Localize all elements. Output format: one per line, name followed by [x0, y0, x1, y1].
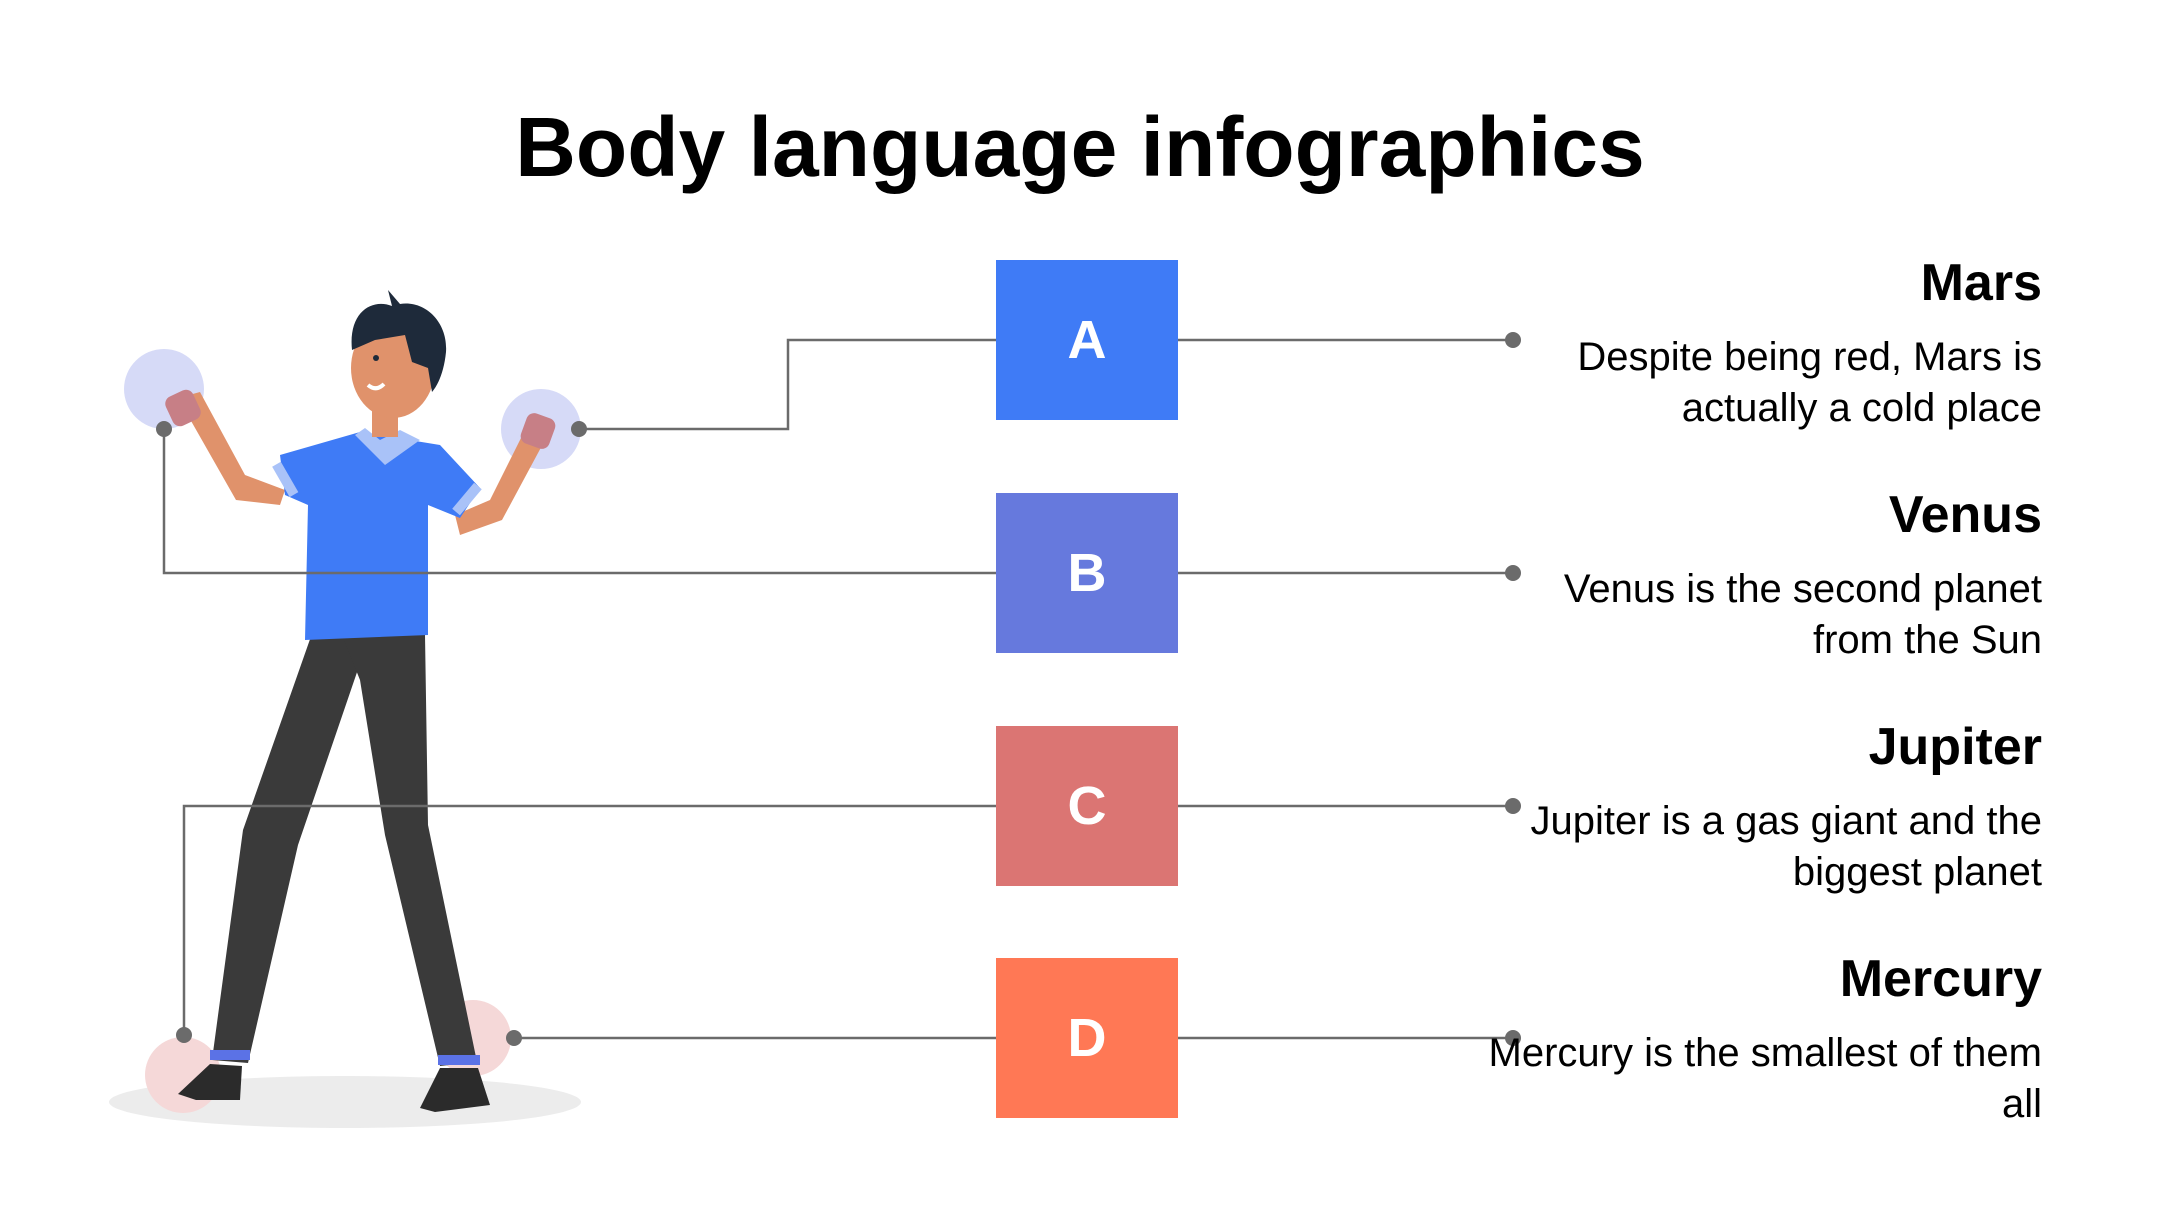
dot-end-a [1505, 332, 1521, 348]
eye [373, 355, 379, 361]
info-heading: Jupiter [1868, 718, 2042, 776]
letter-box-d: D [996, 958, 1178, 1118]
info-description: Mercury is the smallest of them all [1488, 1031, 2043, 1126]
info-heading: Mars [1920, 254, 2042, 312]
info-heading: Mercury [1839, 950, 2042, 1008]
right-cuff [438, 1055, 480, 1065]
left-arm [178, 392, 285, 505]
right-shoe [420, 1068, 490, 1112]
collar [355, 428, 420, 465]
info-description: Venus is the second planet from the Sun [1563, 567, 2042, 662]
dot-left-hand [156, 421, 172, 437]
right-fist [520, 413, 556, 449]
shirt [280, 432, 480, 640]
dot-end-c [1505, 798, 1521, 814]
left-fist [165, 389, 201, 427]
info-block-venus: Venus Venus is the second planet from th… [1482, 484, 2042, 666]
right-sleeve-band [452, 482, 482, 516]
mouth [366, 382, 386, 391]
letter-box-b: B [996, 493, 1178, 653]
connector-c-left [182, 804, 996, 1035]
info-block-jupiter: Jupiter Jupiter is a gas giant and the b… [1482, 716, 2042, 898]
info-description: Despite being red, Mars is actually a co… [1577, 335, 2042, 430]
left-sleeve-band [272, 461, 299, 498]
dot-right-hand [571, 421, 587, 437]
info-description: Jupiter is a gas giant and the biggest p… [1530, 799, 2042, 894]
dot-right-foot [506, 1030, 522, 1046]
hair [351, 290, 447, 392]
info-block-mercury: Mercury Mercury is the smallest of them … [1482, 948, 2043, 1130]
connector-b-left [162, 429, 996, 575]
info-heading: Venus [1888, 486, 2042, 544]
dot-end-b [1505, 565, 1521, 581]
letter-box-a: A [996, 260, 1178, 420]
right-arm [455, 430, 545, 535]
letter-box-c: C [996, 726, 1178, 886]
dot-left-foot [176, 1027, 192, 1043]
left-cuff [210, 1050, 250, 1060]
left-leg [212, 625, 368, 1063]
info-block-mars: Mars Despite being red, Mars is actually… [1482, 252, 2042, 434]
page-title: Body language infographics [515, 100, 1645, 194]
dot-end-d [1505, 1030, 1521, 1046]
connector-a-left [579, 338, 996, 431]
right-leg [340, 630, 477, 1066]
left-shoe [178, 1064, 242, 1100]
